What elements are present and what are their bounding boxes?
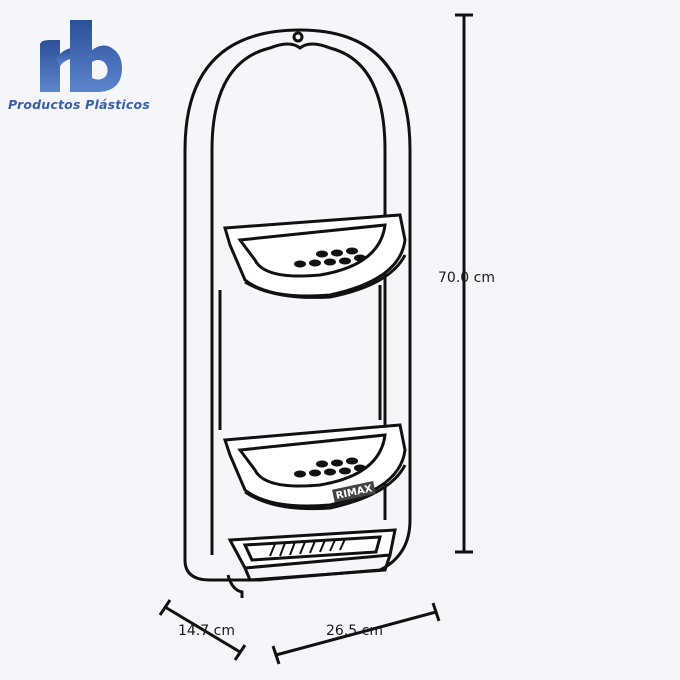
depth-dimension-label: 14.7 cm: [178, 623, 235, 639]
width-dimension-label: 26.5 cm: [326, 623, 383, 639]
company-logo: [40, 20, 122, 92]
dimension-lines: [158, 13, 473, 665]
drain-holes: [294, 247, 366, 478]
soap-dish-ribs: [269, 538, 346, 557]
shower-caddy-drawing: [183, 28, 412, 598]
brand-name: Productos Plásticos: [8, 97, 150, 112]
height-dimension-label: 70.0 cm: [438, 270, 495, 286]
